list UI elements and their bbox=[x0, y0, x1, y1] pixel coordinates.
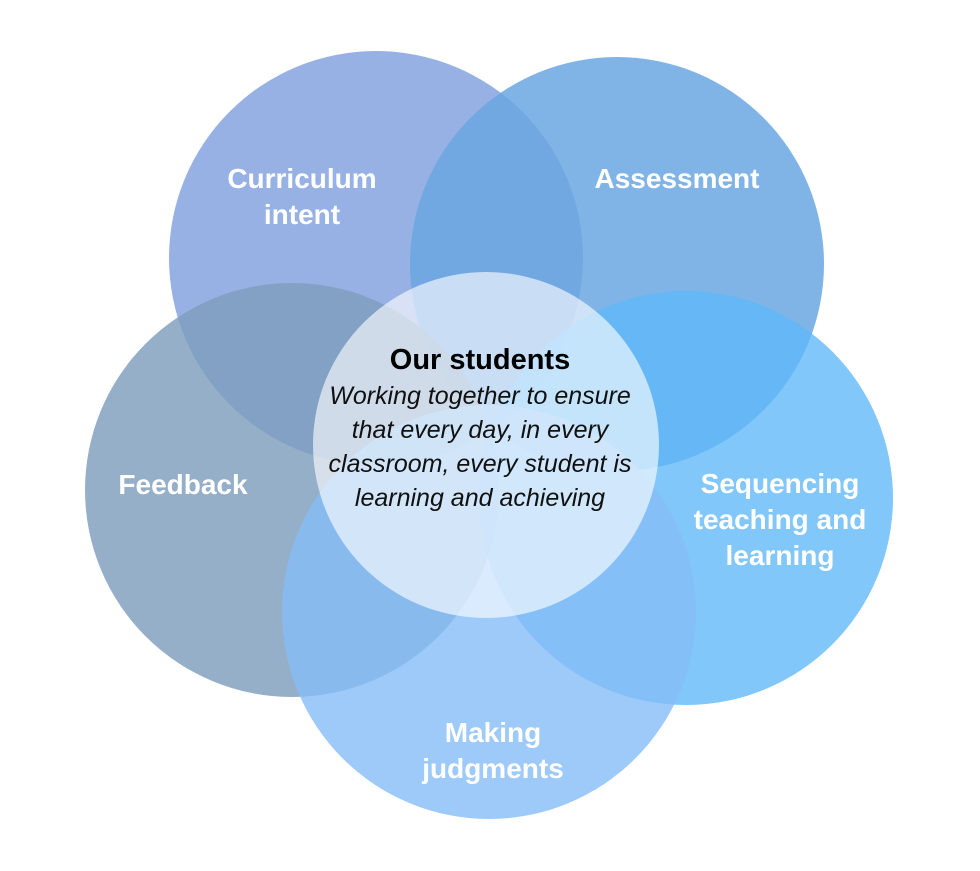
center-circle bbox=[313, 272, 659, 618]
center-description: Working together to ensure that every da… bbox=[328, 382, 632, 512]
label-curriculum-intent: Curriculum intent bbox=[227, 163, 377, 230]
label-making-judgments: Making judgments bbox=[422, 717, 564, 784]
label-feedback: Feedback bbox=[118, 469, 248, 500]
label-assessment: Assessment bbox=[594, 163, 760, 194]
center-title: Our students bbox=[389, 344, 571, 376]
label-sequencing-teaching-learning: Sequencing teaching and learning bbox=[693, 468, 867, 571]
